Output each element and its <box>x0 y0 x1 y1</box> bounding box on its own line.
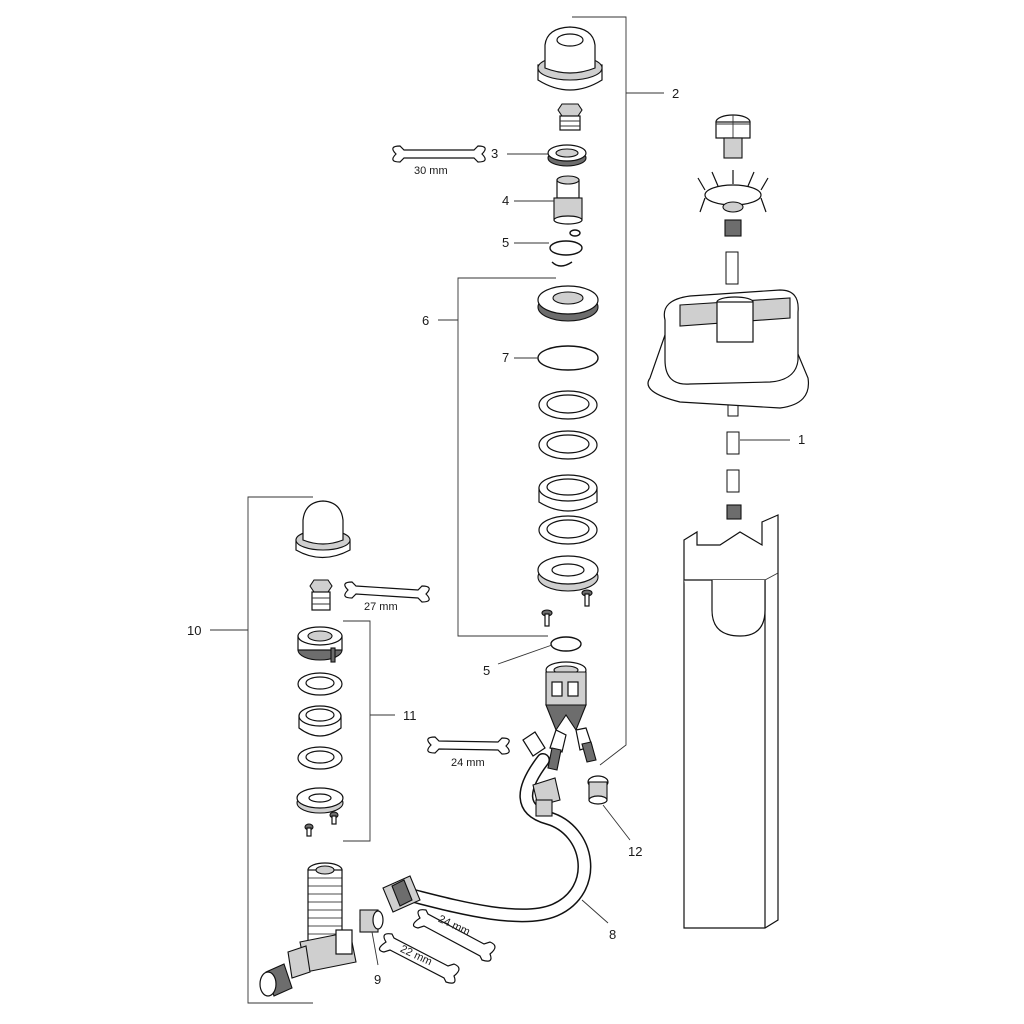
callout-2: 2 <box>672 86 679 101</box>
spacer-ring-c <box>538 474 598 512</box>
callout-5-bottom: 5 <box>483 663 490 678</box>
wrench-30mm-label: 30 mm <box>414 165 448 177</box>
callout-1: 1 <box>798 432 805 447</box>
group-2-bracket <box>572 16 664 766</box>
callout-8: 8 <box>609 927 616 942</box>
right-small-fitting <box>724 219 742 237</box>
screws-pair <box>541 589 593 627</box>
callout-10: 10 <box>187 623 201 638</box>
wrench-22mm-icon <box>378 933 460 984</box>
base-plate-ring <box>537 555 599 592</box>
right-cover-box <box>683 514 779 929</box>
hose-lower-fitting <box>382 875 421 913</box>
callout-7: 7 <box>502 350 509 365</box>
callout-5-top: 5 <box>502 235 509 250</box>
valve-body <box>545 661 593 753</box>
right-aerator-head <box>715 114 751 159</box>
part-8-hose <box>382 731 592 923</box>
hex-adapter <box>557 103 583 131</box>
left-ring-b <box>298 705 342 737</box>
left-ring-c <box>297 746 343 770</box>
part-5-oring-bottom <box>550 636 582 652</box>
part-12-fitting <box>587 775 609 805</box>
right-clamp-star <box>697 170 769 213</box>
part-5-oring-top <box>549 229 583 267</box>
left-flange-bottom <box>296 787 344 814</box>
wrench-22mm-label: 22 mm <box>398 943 434 968</box>
hose-upper-fitting <box>522 731 561 817</box>
top-cap <box>537 26 603 91</box>
spacer-ring-d <box>538 515 598 545</box>
wrench-24mm-label: 24 mm <box>451 757 485 769</box>
callout-4: 4 <box>502 193 509 208</box>
left-flange-top <box>297 626 343 663</box>
callout-9: 9 <box>374 972 381 987</box>
wrench-24mm-lower-icon <box>412 909 496 962</box>
wrench-27mm-icon <box>344 581 430 603</box>
callout-6: 6 <box>422 313 429 328</box>
left-riser-pipe <box>307 862 343 943</box>
group-10-bracket <box>210 496 313 1004</box>
callout-3: 3 <box>491 146 498 161</box>
part-7-seal-ring <box>537 345 599 371</box>
right-mounting-tray <box>647 289 810 409</box>
part-11-stack <box>296 626 344 837</box>
left-ring-a <box>297 672 343 696</box>
left-screws <box>304 811 339 837</box>
left-tee-fitting <box>259 929 357 997</box>
callout-11: 11 <box>403 708 417 723</box>
part-6-flange <box>537 285 599 322</box>
part-4-sleeve <box>553 175 583 225</box>
left-cap <box>295 500 351 559</box>
part-3-nut <box>547 144 587 167</box>
group-6-bracket <box>438 277 556 637</box>
wrench-24mm-icon <box>427 736 510 755</box>
wrench-30mm-icon <box>392 145 486 163</box>
left-hex-plug <box>309 579 333 611</box>
spacer-ring-b <box>538 430 598 460</box>
group-11-bracket <box>343 620 395 842</box>
right-dashed-rod <box>725 251 742 520</box>
spacer-ring-a <box>538 390 598 420</box>
part-9-nipple <box>359 909 384 933</box>
wrench-27mm-label: 27 mm <box>364 601 398 613</box>
callout-12: 12 <box>628 844 642 859</box>
